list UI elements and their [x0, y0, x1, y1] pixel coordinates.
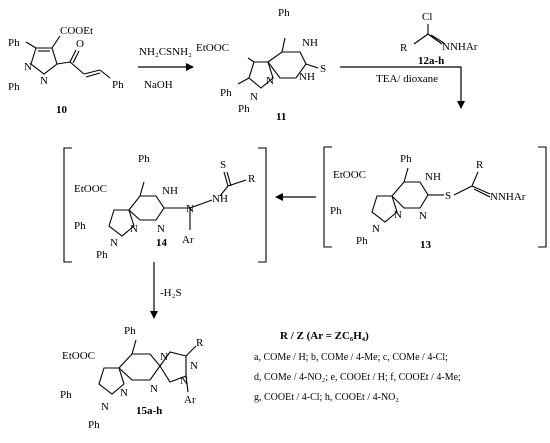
c15-ester-label: EtOOC [62, 350, 95, 362]
c11-n2-label: N [250, 91, 258, 103]
c11-ph-pyrazole-label: Ph [220, 87, 232, 99]
c15-ph-top-label: Ph [124, 325, 136, 337]
c14-r-label: R [248, 173, 256, 185]
c15-r-label: R [196, 337, 204, 349]
c13-compound-number: 13 [420, 239, 432, 251]
c11-nh-bottom-label: NH [299, 71, 315, 83]
reagent-minus-h2s: -H₂S [160, 287, 182, 299]
c13-n-ring-label: N [419, 210, 427, 222]
c15-ar-label: Ar [184, 394, 196, 406]
c15-n-label: N [120, 387, 128, 399]
c14-bracket-right [258, 147, 267, 263]
c12-nnhar-label: NNHAr [442, 41, 478, 53]
c14-n-label: N [130, 223, 138, 235]
c11-ph-top-label: Ph [278, 7, 290, 19]
substituent-legend: R / Z (Ar = ZC₆H₄) a, COMe / H; b, COMe … [254, 330, 461, 403]
c14-nh-chain-label: NH [212, 193, 228, 205]
c11-sulfur-label: S [320, 63, 326, 75]
arrow-11-to-13 [340, 66, 465, 109]
reagent-thiourea: NH₂CSNH₂ [139, 46, 192, 58]
compound-14: Ph EtOOC NH N N NH S R Ar Ph N N Ph 14 [63, 147, 267, 263]
c15-n-ar-label: N [180, 375, 188, 387]
compound-15: Ph EtOOC N N R N N Ar Ph N N Ph 15a-h [60, 325, 204, 431]
c13-r-label: R [476, 159, 484, 171]
c11-ph-n-label: Ph [238, 103, 250, 115]
c13-bracket-right [538, 146, 547, 248]
c12-compound-number: 12a-h [418, 55, 444, 67]
c11-n-label: N [266, 75, 274, 87]
c14-nh-label: NH [162, 185, 178, 197]
c14-sulfur-label: S [220, 159, 226, 171]
c14-bracket-left [63, 147, 72, 263]
c11-nh-top-label: NH [302, 37, 318, 49]
c13-nnhar-label: NNHAr [490, 191, 526, 203]
c15-n-triazole-label: N [190, 360, 198, 372]
c10-compound-number: 10 [56, 104, 68, 116]
legend-line-2: d, COMe / 4-NO₂; e, COOEt / H; f, COOEt … [254, 372, 461, 383]
reagent-naoh: NaOH [144, 79, 173, 91]
c14-ph-pyrazole-label: Ph [74, 220, 86, 232]
c11-compound-number: 11 [276, 111, 286, 123]
c13-bracket-left [323, 146, 332, 248]
legend-line-3: g, COOEt / 4-Cl; h, COOEt / 4-NO₂ [254, 392, 399, 403]
c13-ph-top-label: Ph [400, 153, 412, 165]
c14-ph-top-label: Ph [138, 153, 150, 165]
c15-n-fused-label: N [160, 351, 168, 363]
c15-n-ring-label: N [150, 383, 158, 395]
compound-13: Ph EtOOC NH N S R NNHAr Ph N N Ph 13 [323, 146, 547, 251]
c12-r-label: R [400, 42, 408, 54]
legend-title: R / Z (Ar = ZC₆H₄) [280, 330, 369, 342]
c10-ph-n-label: Ph [8, 81, 20, 93]
c15-ph-n-label: Ph [88, 419, 100, 431]
c10-ph-vinyl-label: Ph [112, 79, 124, 91]
c14-ar-label: Ar [182, 234, 194, 246]
c13-nh-label: NH [425, 171, 441, 183]
c14-ester-label: EtOOC [74, 183, 107, 195]
compound-12: Cl R NNHAr 12a-h [400, 11, 478, 67]
c14-compound-number: 14 [156, 237, 168, 249]
c13-sulfur-label: S [445, 190, 451, 202]
c13-ester-label: EtOOC [333, 169, 366, 181]
c15-compound-number: 15a-h [136, 405, 162, 417]
c14-n-chain-label: N [186, 203, 194, 215]
c13-n2-label: N [372, 223, 380, 235]
reagent-tea-dioxane: TEA/ dioxane [376, 73, 438, 85]
c10-ph-top-label: Ph [8, 37, 20, 49]
c15-ph-pyrazole-label: Ph [60, 389, 72, 401]
c13-n-label: N [394, 209, 402, 221]
c13-ph-n-label: Ph [356, 235, 368, 247]
compound-11: Ph EtOOC NH NH S Ph N N Ph 11 [196, 7, 326, 123]
c14-n-ring-label: N [157, 223, 165, 235]
legend-line-1: a, COMe / H; b, COMe / 4-Me; c, COMe / 4… [254, 352, 448, 363]
c10-ester-label: COOEt [60, 25, 93, 37]
c11-ester-label: EtOOC [196, 42, 229, 54]
c14-n2-label: N [110, 237, 118, 249]
c12-cl-label: Cl [422, 11, 432, 23]
c10-n-label: N [24, 61, 32, 73]
c10-n2-label: N [40, 75, 48, 87]
c14-ph-n-label: Ph [96, 249, 108, 261]
c15-n2-label: N [101, 401, 109, 413]
c10-oxygen-label: O [76, 38, 84, 50]
c13-ph-pyrazole-label: Ph [330, 205, 342, 217]
compound-10: COOEt Ph O N N Ph Ph 10 [8, 25, 124, 116]
